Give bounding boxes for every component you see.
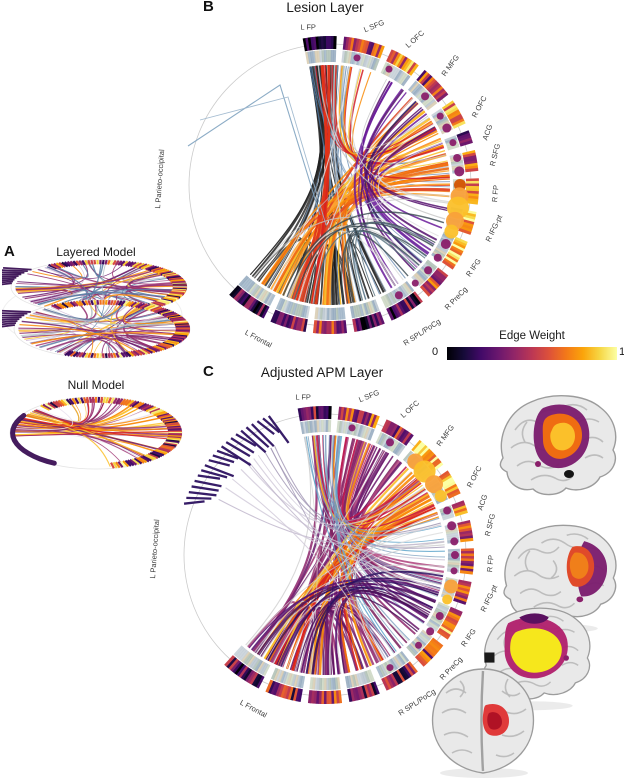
region-label-l-sfg: L SFG: [357, 388, 380, 404]
panel-b-letter: B: [203, 0, 214, 15]
layered-model-plot: [2, 259, 191, 359]
panel-b-title: Lesion Layer: [286, 0, 364, 15]
region-label-r-mfg: R MFG: [435, 423, 457, 448]
region-label-r-ifg-pt: R IFG-pt: [484, 213, 505, 244]
region-label-r-ofc: R OFC: [470, 94, 489, 119]
panel-a-letter: A: [4, 243, 15, 260]
region-label-l-ofc: L OFC: [404, 28, 427, 50]
colorbar-max-label: 1: [619, 346, 624, 358]
region-label-r-mfg: R MFG: [440, 53, 462, 78]
region-label-l-sfg: L SFG: [362, 18, 385, 34]
region-label-r-spl-pocg: R SPL/PoCg: [402, 317, 443, 348]
panel-c-letter: C: [203, 363, 214, 380]
panel-c-title: Adjusted APM Layer: [260, 365, 384, 380]
region-label-r-sfg: R SFG: [488, 143, 502, 168]
layered-model-title: Layered Model: [56, 245, 136, 259]
colorbar-title: Edge Weight: [499, 330, 565, 342]
region-label-r-precg: R PreCg: [443, 285, 469, 312]
region-label-r-fp: R FP: [485, 555, 495, 573]
region-label-l-parieto-occipital: L Parieto-occipital: [153, 149, 166, 209]
null-model-title: Null Model: [67, 378, 125, 392]
colorbar-gradient: [447, 347, 617, 360]
brain-render-superior: [431, 668, 535, 778]
colorbar-min-label: 0: [432, 346, 439, 358]
region-label-r-ifg: R IFG: [464, 257, 483, 279]
brain-render-lateral-3: [483, 607, 591, 711]
region-label-l-ofc: L OFC: [399, 398, 422, 420]
region-label-l-parieto-occipital: L Parieto-occipital: [148, 519, 161, 579]
brain-render-lateral-1: [499, 395, 617, 496]
region-label-r-fp: R FP: [490, 185, 500, 203]
region-label-acg: ACG: [480, 123, 494, 142]
region-label-l-fp: L FP: [295, 393, 311, 402]
null-model-plot: [9, 396, 183, 470]
region-label-l-frontal: L Frontal: [243, 328, 273, 350]
region-label-l-frontal: L Frontal: [238, 698, 268, 720]
region-label-l-fp: L FP: [300, 23, 316, 32]
region-label-r-ofc: R OFC: [465, 464, 484, 489]
